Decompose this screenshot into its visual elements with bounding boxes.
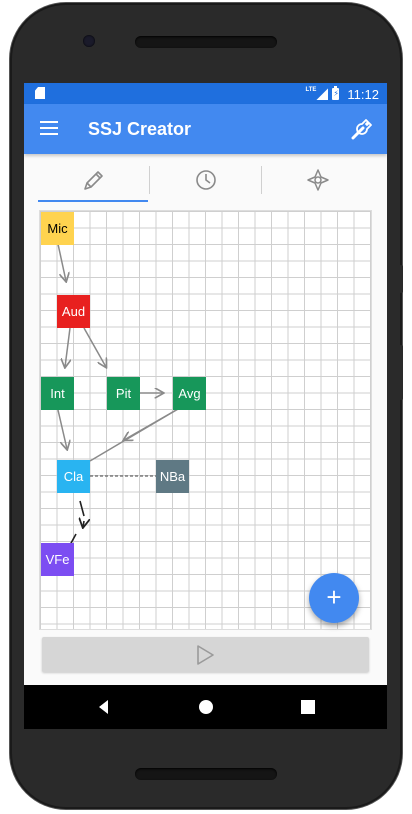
node-label: Mic [47,221,68,236]
hamburger-menu-icon[interactable] [40,121,58,135]
node-vfe[interactable]: VFe [41,543,74,576]
selected-tab-indicator [38,200,148,202]
tab-divider [261,166,262,194]
node-nba[interactable]: NBa [156,460,189,493]
power-button [399,345,403,400]
wrench-icon[interactable] [349,116,375,142]
app-title: SSJ Creator [88,119,192,139]
node-label: Avg [178,386,201,401]
node-label: NBa [159,469,186,484]
back-icon[interactable] [94,697,114,717]
bottom-speaker [135,768,277,780]
tab-pipeline-editor[interactable] [38,158,148,203]
node-aud[interactable]: Aud [57,295,90,328]
add-icon: + [326,582,342,612]
edge-avg-cla-arrow [124,408,179,440]
edge-int-cla [57,409,67,449]
pipeline-connections [57,243,179,546]
battery-icon: ⚡ [332,86,340,100]
node-label: Pit [115,386,132,401]
crosshair-icon [307,169,329,191]
edge-mic-aud [57,243,66,281]
node-label: Int [50,386,65,401]
status-bar: LTE ⚡ 11:12 [24,83,387,104]
node-avg[interactable]: Avg [173,377,206,410]
tab-history[interactable] [150,158,260,203]
edge-aud-pit [83,327,106,367]
sd-card-icon [35,87,45,99]
run-pipeline-button[interactable] [42,637,369,672]
signal-icon [316,88,329,100]
add-component-button[interactable]: + [309,573,359,623]
node-label: VFe [45,552,70,567]
home-icon[interactable] [196,697,216,717]
node-label: Aud [61,304,86,319]
top-speaker [135,36,277,48]
play-icon [197,645,214,665]
edge-cla-vfe-arrow [83,521,84,527]
tab-sensors[interactable] [262,158,372,203]
volume-button [399,265,403,293]
edge-aud-int [65,327,70,367]
network-type: LTE [305,87,317,93]
node-pit[interactable]: Pit [107,377,140,410]
app-bar: SSJ Creator [24,104,387,154]
recents-icon[interactable] [298,697,318,717]
node-int[interactable]: Int [41,377,74,410]
device-screen: LTE ⚡ 11:12 SSJ Creator [24,83,387,729]
tab-bar [38,158,374,203]
pencil-icon [84,171,103,190]
pipeline-canvas[interactable]: Mic Aud Int Pit Avg Cla NBa VFe [39,210,372,630]
edge-cla-vfe-dash [79,500,85,517]
tab-divider [149,166,150,194]
clock-icon [196,170,216,190]
front-camera [83,35,95,47]
status-time: 11:12 [347,86,379,102]
system-nav-bar [24,685,387,729]
node-mic[interactable]: Mic [41,212,74,245]
node-label: Cla [63,469,84,484]
node-cla[interactable]: Cla [57,460,90,493]
